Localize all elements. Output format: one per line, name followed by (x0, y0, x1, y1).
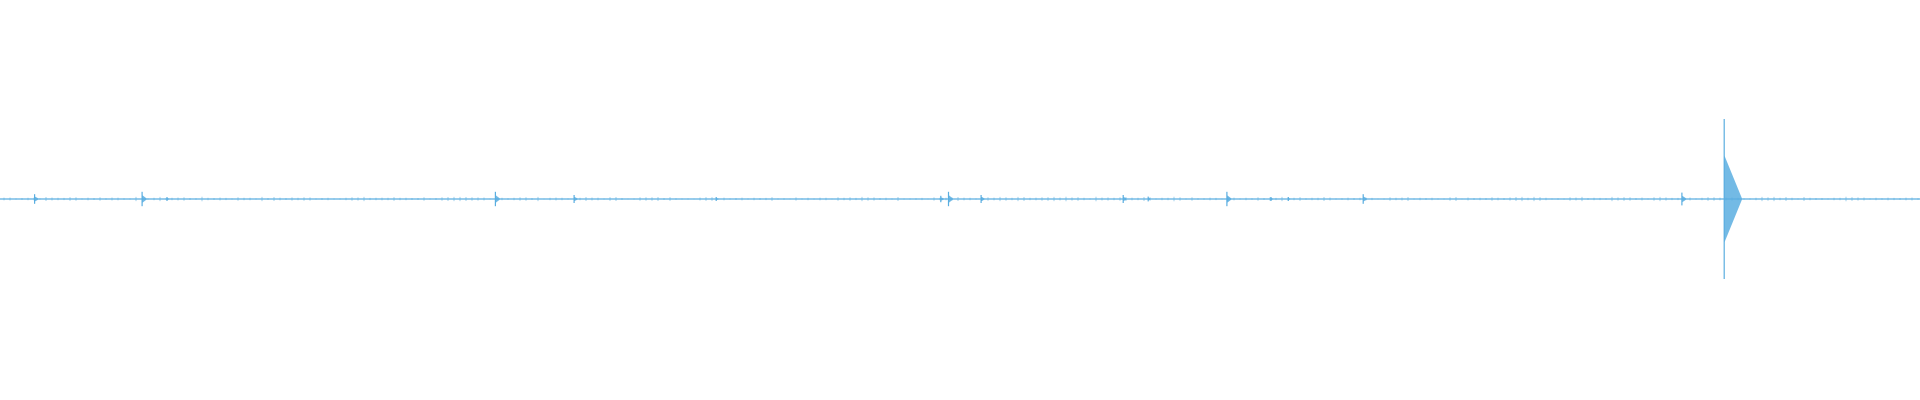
waveform-transient-decay (940, 197, 946, 201)
waveform-transient-decay (34, 196, 40, 202)
waveform-transient-decay (948, 195, 954, 203)
waveform-transients (3, 119, 1919, 279)
waveform-transient-decay (142, 195, 148, 203)
waveform-transient-decay (1724, 155, 1743, 243)
waveform-transient-decay (1123, 196, 1128, 202)
waveform-transient-decay (574, 196, 579, 202)
waveform-transient-decay (495, 195, 501, 203)
waveform-transient-decay (1288, 197, 1293, 201)
waveform-transient-decay (1271, 197, 1276, 201)
waveform-transient-decay (167, 197, 172, 201)
waveform-transient-decay (1681, 195, 1687, 203)
